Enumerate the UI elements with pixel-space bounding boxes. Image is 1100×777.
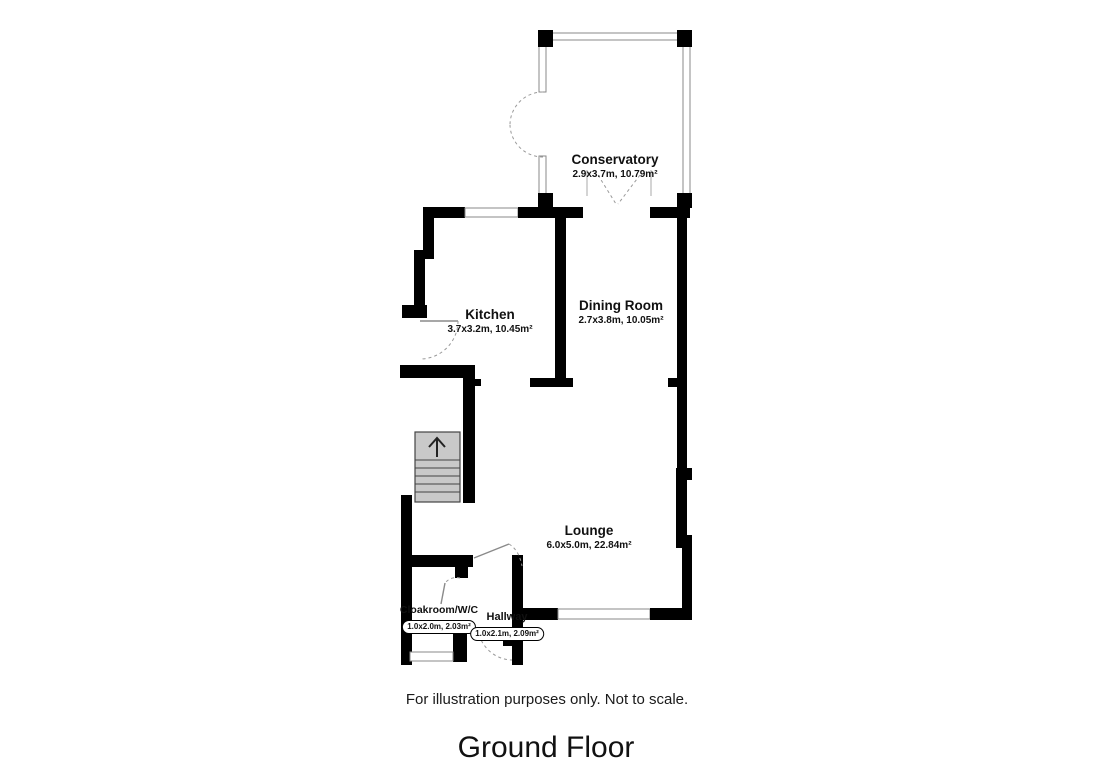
lounge-label: Lounge 6.0x5.0m, 22.84m² (546, 523, 631, 551)
hallway-label: Hallway 1.0x2.1m, 2.09m² (470, 611, 544, 641)
cloakroom-door-leaf (440, 582, 446, 605)
room-name: Dining Room (579, 298, 663, 313)
room-dims-pill: 1.0x2.0m, 2.03m² (402, 620, 476, 634)
conservatory-structure (509, 30, 692, 208)
room-name: Lounge (564, 523, 614, 538)
kitchen-window (464, 207, 519, 218)
east-wall (668, 218, 692, 610)
conservatory-post-top-right (677, 30, 692, 47)
dining-lounge-pier (668, 378, 677, 387)
room-dims: 2.9x3.7m, 10.79m² (572, 169, 658, 180)
kitchen-label: Kitchen 3.7x3.2m, 10.45m² (447, 307, 532, 335)
lounge-south-wall (513, 608, 692, 620)
conservatory-post-top-left (538, 30, 553, 47)
front-door-swing (477, 628, 513, 661)
room-dims: 2.7x3.8m, 10.05m² (578, 315, 664, 326)
stairwell (414, 378, 481, 503)
stairs-up-arrow-icon (428, 436, 446, 457)
kitchen-walls (400, 207, 475, 378)
cloakroom-door-swing (444, 577, 461, 584)
room-dims: 3.7x3.2m, 10.45m² (447, 324, 533, 335)
lounge-window (557, 608, 651, 620)
room-name: Cloakroom/W/C (399, 604, 479, 616)
disclaimer-text: For illustration purposes only. Not to s… (405, 691, 689, 708)
hallway-door-leaf (473, 543, 510, 559)
cloakroom-label: Cloakroom/W/C 1.0x2.0m, 2.03m² (400, 604, 478, 634)
conservatory-post-bottom-right (677, 193, 692, 208)
dining-room-label: Dining Room 2.7x3.8m, 10.05m² (578, 298, 663, 326)
conservatory-window-top (549, 32, 681, 41)
room-dims-pill: 1.0x2.1m, 2.09m² (470, 627, 544, 641)
conservatory-window-left-upper (538, 45, 547, 93)
french-door-swing-upper (509, 91, 544, 126)
french-door-swing-lower (509, 124, 544, 158)
room-name: Kitchen (465, 307, 515, 322)
conservatory-window-right (682, 45, 691, 197)
cloakroom-window (409, 651, 454, 662)
kitchen-dining-divider (530, 218, 573, 387)
conservatory-door-jambs (586, 170, 652, 196)
north-walls (423, 170, 690, 218)
room-name: Hallway (486, 611, 528, 623)
conservatory-label: Conservatory 2.9x3.7m, 10.79m² (571, 152, 658, 180)
hallway-door-swing (508, 543, 523, 567)
conservatory-double-door-swing (597, 174, 641, 205)
conservatory-window-left-lower (538, 155, 547, 199)
conservatory-post-bottom-left (538, 193, 553, 208)
kitchen-door-swing (419, 320, 459, 360)
room-name: Conservatory (571, 152, 659, 167)
room-dims: 6.0x5.0m, 22.84m² (546, 540, 632, 551)
chimney-breast (676, 480, 687, 535)
page-title: Ground Floor (457, 731, 635, 764)
